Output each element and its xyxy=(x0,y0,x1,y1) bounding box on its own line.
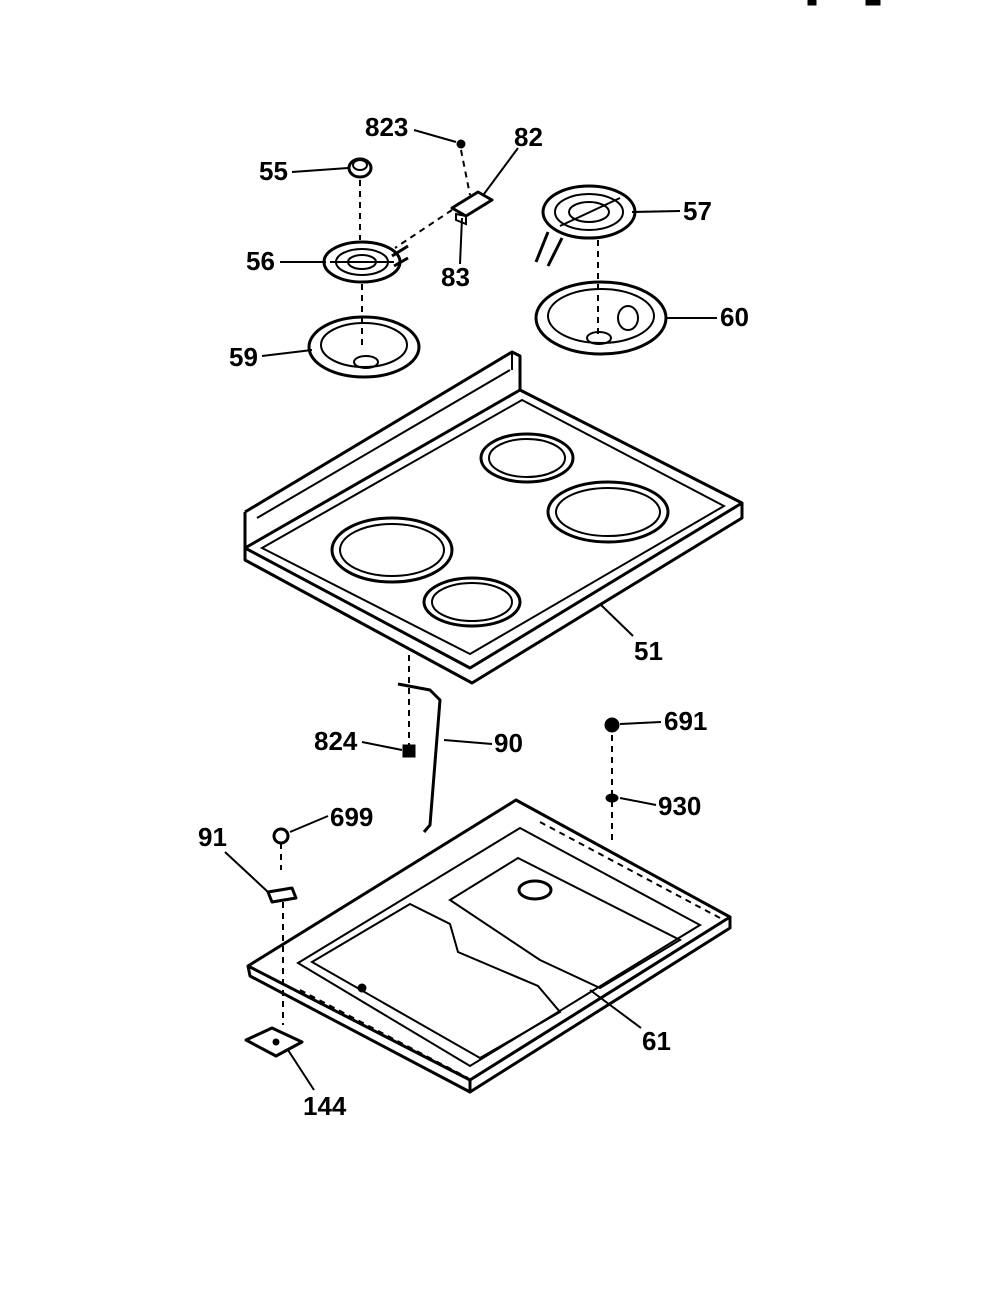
part-59-small-drip-pan xyxy=(307,315,421,379)
label-57: 57 xyxy=(683,196,712,226)
label-930: 930 xyxy=(658,791,701,821)
label-55: 55 xyxy=(259,156,288,186)
label-90: 90 xyxy=(494,728,523,758)
label-82: 82 xyxy=(514,122,543,152)
part-90-rod xyxy=(397,682,442,833)
part-55-cap xyxy=(347,157,373,179)
label-144: 144 xyxy=(303,1091,347,1121)
leader-lines xyxy=(224,129,717,1091)
part-61-bottom-pan xyxy=(246,798,732,1094)
part-91-bracket xyxy=(266,886,298,904)
label-60: 60 xyxy=(720,302,749,332)
label-699: 699 xyxy=(330,802,373,832)
part-82-terminal-block xyxy=(450,190,494,226)
axis-82-56 xyxy=(394,209,453,249)
part-51-cooktop xyxy=(243,350,744,685)
part-labels: 823 82 55 57 56 83 60 59 51 691 824 90 9… xyxy=(198,112,749,1121)
part-699-screw xyxy=(272,827,290,870)
part-144-plate xyxy=(244,1026,304,1058)
label-56: 56 xyxy=(246,246,275,276)
part-691-nut xyxy=(604,717,620,733)
label-691: 691 xyxy=(664,706,707,736)
part-823-screw xyxy=(456,139,466,149)
label-59: 59 xyxy=(229,342,258,372)
label-61: 61 xyxy=(642,1026,671,1056)
label-91: 91 xyxy=(198,822,227,852)
label-824: 824 xyxy=(314,726,358,756)
part-57-large-element xyxy=(534,184,637,267)
axis-823 xyxy=(460,149,471,196)
label-83: 83 xyxy=(441,262,470,292)
part-60-large-drip-pan xyxy=(534,280,668,356)
label-823: 823 xyxy=(365,112,408,142)
label-51: 51 xyxy=(634,636,663,666)
part-824-clip xyxy=(402,744,416,758)
corner-marks xyxy=(807,0,881,6)
